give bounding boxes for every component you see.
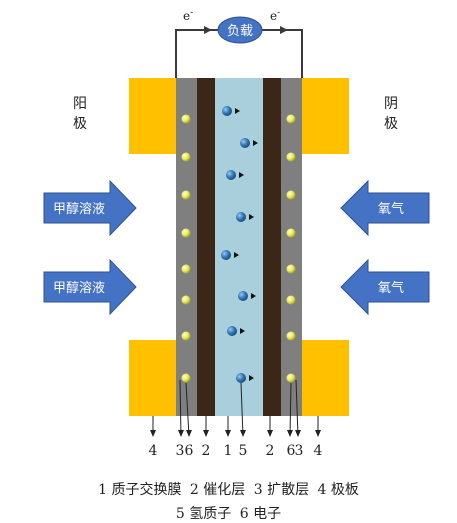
layer-number: 2 xyxy=(266,443,275,459)
proton xyxy=(227,326,245,336)
oxygen-label: 氧气 xyxy=(378,201,404,217)
anode-label-2: 极 xyxy=(73,116,87,132)
electron-dot xyxy=(286,295,296,305)
layer-number: 2 xyxy=(202,443,211,459)
layer-number: 6 xyxy=(185,443,194,459)
electrons-cathode xyxy=(286,114,296,383)
proton xyxy=(238,291,256,301)
electron-dot xyxy=(286,114,296,124)
anode-plate-bottom xyxy=(129,340,176,416)
electron-dot xyxy=(286,152,296,162)
legend-line-2: 5 氢质子 6 电子 xyxy=(0,503,457,523)
electron-dot xyxy=(181,295,191,305)
layer-number: 3 xyxy=(295,443,304,459)
proton xyxy=(236,212,254,222)
proton xyxy=(222,106,240,116)
legend-item: 4 极板 xyxy=(317,482,359,498)
anode-diffusion-layer xyxy=(176,78,197,416)
electron-dot xyxy=(181,264,191,274)
cathode-diffusion-layer xyxy=(281,78,302,416)
electron-dot xyxy=(286,331,296,341)
electrons-anode xyxy=(181,114,191,383)
layer-number: 3 xyxy=(176,443,185,459)
layer-number: 5 xyxy=(239,443,248,459)
electron-dot xyxy=(286,228,296,238)
cathode-plate-top xyxy=(302,78,349,154)
proton xyxy=(221,250,239,260)
load-label: 负载 xyxy=(227,24,253,39)
oxygen-input-arrow-1: 氧气 xyxy=(340,179,430,237)
legend-item: 3 扩散层 xyxy=(253,482,310,498)
layer-number: 4 xyxy=(314,443,323,459)
methanol-input-arrow-1: 甲醇溶液 xyxy=(43,179,137,237)
electron-dot xyxy=(181,114,191,124)
oxygen-label: 氧气 xyxy=(378,280,404,296)
legend-item: 1 质子交换膜 xyxy=(98,482,182,498)
electron-flow-arrow-left xyxy=(204,26,212,34)
proton xyxy=(226,170,244,180)
methanol-label: 甲醇溶液 xyxy=(53,201,105,217)
cathode-label-1: 阴 xyxy=(384,96,398,112)
electron-dot xyxy=(181,190,191,200)
electron-dot xyxy=(286,190,296,200)
anode-plate-top xyxy=(129,78,176,154)
methanol-input-arrow-2: 甲醇溶液 xyxy=(43,258,137,316)
layer-pointers xyxy=(150,379,321,437)
layer-number: 4 xyxy=(149,443,158,459)
proton-exchange-membrane xyxy=(215,78,263,416)
legend-item: 5 氢质子 xyxy=(175,506,232,522)
legend-item: 6 电子 xyxy=(239,506,282,522)
electron-dot xyxy=(181,373,191,383)
electron-dot xyxy=(286,264,296,274)
protons xyxy=(221,106,258,383)
electron-dot xyxy=(181,152,191,162)
electron-dot xyxy=(286,373,296,383)
cathode-plate-bottom xyxy=(302,340,349,416)
anode-catalyst-layer xyxy=(197,78,215,416)
electron-label-right: e- xyxy=(270,8,280,23)
legend-item: 2 催化层 xyxy=(189,482,246,498)
oxygen-input-arrow-2: 氧气 xyxy=(340,258,430,316)
layer-numbers: 4 3 6 2 1 5 2 6 3 4 xyxy=(149,443,323,459)
electron-dot xyxy=(181,228,191,238)
cathode-catalyst-layer xyxy=(263,78,281,416)
methanol-label: 甲醇溶液 xyxy=(53,280,105,296)
electron-dot xyxy=(181,331,191,341)
load-ellipse xyxy=(217,16,263,44)
anode-label-1: 阳 xyxy=(73,96,87,112)
proton xyxy=(236,373,254,383)
proton xyxy=(240,138,258,148)
cathode-label-2: 极 xyxy=(384,116,398,132)
layer-number: 6 xyxy=(287,443,296,459)
layer-number: 1 xyxy=(224,443,233,459)
electron-label-left: e- xyxy=(183,8,193,23)
legend-line-1: 1 质子交换膜 2 催化层 3 扩散层 4 极板 xyxy=(0,479,457,499)
electron-flow-arrow-right xyxy=(280,26,288,34)
